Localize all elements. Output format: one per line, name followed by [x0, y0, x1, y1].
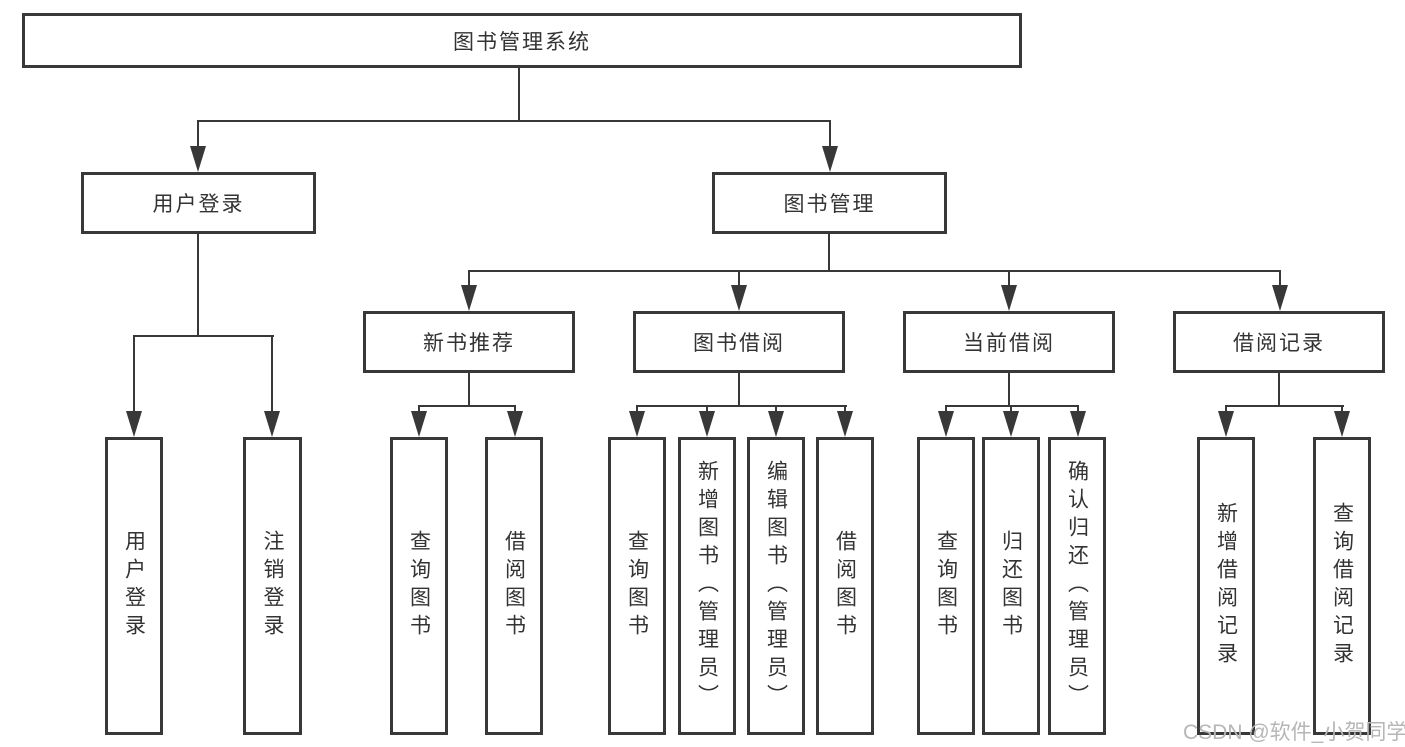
csdn-watermark: CSDN @软件_小贺同学 — [1183, 721, 1405, 744]
node-user-login: 用户登录 — [81, 172, 316, 234]
connector-line — [418, 405, 420, 413]
connector-line — [828, 234, 830, 272]
arrow-down-icon — [699, 411, 715, 437]
connector-line — [514, 405, 516, 413]
connector-line — [738, 373, 740, 407]
connector-line — [636, 405, 638, 413]
leaf-query-books-rec: 查询图书 — [390, 437, 448, 735]
connector-line — [1010, 405, 1012, 413]
connector-line — [1077, 405, 1079, 413]
node-book-management: 图书管理 — [712, 172, 947, 234]
leaf-query-borrow-record: 查询借阅记录 — [1313, 437, 1371, 735]
arrow-down-icon — [1070, 411, 1086, 437]
node-current-borrowing: 当前借阅 — [903, 311, 1115, 373]
connector-line — [1008, 373, 1010, 407]
connector-line — [1225, 405, 1344, 407]
arrow-down-icon — [1272, 285, 1288, 311]
leaf-query-books-borrow: 查询图书 — [608, 437, 666, 735]
connector-line — [1341, 405, 1343, 413]
arrow-down-icon — [461, 285, 477, 311]
connector-line — [706, 405, 708, 413]
connector-line — [945, 405, 1079, 407]
connector-line — [197, 120, 199, 148]
leaf-add-borrow-record: 新增借阅记录 — [1197, 437, 1255, 735]
connector-line — [844, 405, 846, 413]
arrow-down-icon — [822, 146, 838, 172]
arrow-down-icon — [938, 411, 954, 437]
connector-line — [133, 335, 274, 337]
connector-line — [636, 405, 847, 407]
leaf-borrow-books: 借阅图书 — [816, 437, 874, 735]
connector-line — [197, 120, 831, 122]
arrow-down-icon — [1334, 411, 1350, 437]
leaf-return-books: 归还图书 — [982, 437, 1040, 735]
arrow-down-icon — [768, 411, 784, 437]
node-library-management-system: 图书管理系统 — [22, 13, 1022, 68]
connector-line — [418, 405, 516, 407]
connector-line — [518, 68, 520, 122]
leaf-add-books-admin: 新增图书（管理员） — [678, 437, 736, 735]
connector-line — [775, 405, 777, 413]
connector-line — [1279, 270, 1281, 287]
arrow-down-icon — [731, 285, 747, 311]
connector-line — [829, 120, 831, 148]
connector-line — [133, 335, 135, 411]
arrow-down-icon — [190, 146, 206, 172]
connector-line — [197, 234, 199, 337]
arrow-down-icon — [629, 411, 645, 437]
connector-line — [271, 335, 273, 411]
connector-line — [1225, 405, 1227, 413]
leaf-edit-books-admin: 编辑图书（管理员） — [747, 437, 805, 735]
connector-line — [468, 270, 1281, 272]
arrow-down-icon — [411, 411, 427, 437]
arrow-down-icon — [1218, 411, 1234, 437]
leaf-query-books-current: 查询图书 — [917, 437, 975, 735]
node-new-book-recommendation: 新书推荐 — [363, 311, 575, 373]
leaf-logout: 注销登录 — [243, 437, 302, 735]
arrow-down-icon — [126, 411, 142, 437]
connector-line — [468, 270, 470, 287]
arrow-down-icon — [1003, 411, 1019, 437]
leaf-user-login: 用户登录 — [105, 437, 163, 735]
connector-line — [1278, 373, 1280, 407]
node-book-borrowing: 图书借阅 — [633, 311, 845, 373]
node-borrowing-records: 借阅记录 — [1173, 311, 1385, 373]
leaf-borrow-books-rec: 借阅图书 — [485, 437, 543, 735]
arrow-down-icon — [837, 411, 853, 437]
leaf-confirm-return-admin: 确认归还（管理员） — [1048, 437, 1106, 735]
connector-line — [945, 405, 947, 413]
arrow-down-icon — [1001, 285, 1017, 311]
connector-line — [1008, 270, 1010, 287]
connector-line — [468, 373, 470, 407]
arrow-down-icon — [264, 411, 280, 437]
arrow-down-icon — [507, 411, 523, 437]
connector-line — [738, 270, 740, 287]
